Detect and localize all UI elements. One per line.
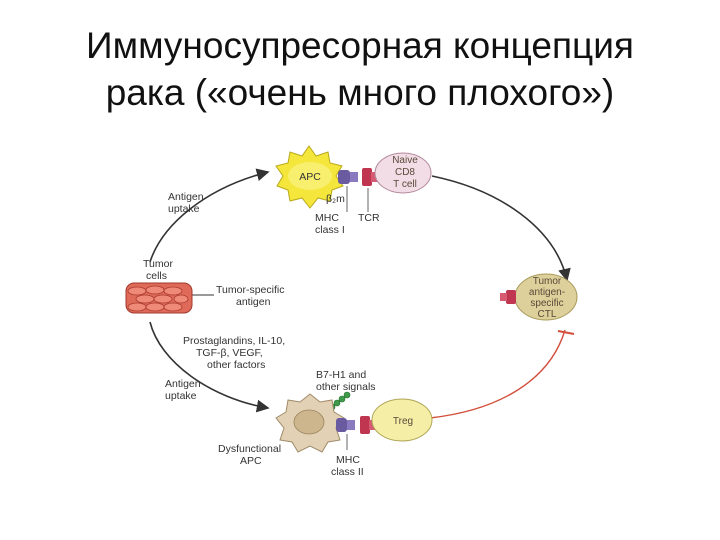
ctl-label-3: specific	[530, 298, 563, 309]
slide-title: Иммуносупресорная концепция рака («очень…	[0, 22, 720, 116]
apc-label: APC	[299, 171, 321, 183]
mhc2-label-1: MHC	[336, 454, 360, 466]
mhc1-label-1: MHC	[315, 212, 339, 224]
tumor-antigen-label-1: Tumor-specific	[216, 284, 284, 296]
apc-cell: APC	[275, 145, 344, 209]
factors-label-2: TGF-β, VEGF,	[196, 347, 263, 359]
tcr-label: TCR	[358, 212, 380, 224]
treg-label: Treg	[393, 416, 413, 427]
title-line-1: Иммуносупресорная концепция	[86, 25, 634, 66]
arc-apc-to-ctl	[431, 175, 571, 282]
b2m-label: β₂m	[326, 193, 345, 205]
tumor-cells-label-2: cells	[146, 270, 167, 282]
tumor-antigen-label-2: antigen	[236, 296, 271, 308]
b7-label-2: other signals	[316, 381, 376, 393]
tumor-cells-label-1: Tumor	[143, 258, 173, 270]
dysfunctional-apc	[275, 393, 345, 453]
antigen-uptake-top-2: uptake	[168, 203, 200, 215]
treg-inhibition-line	[429, 329, 566, 419]
ctl-label-2: antigen-	[529, 287, 565, 298]
ctl-label-1: Tumor	[533, 276, 562, 287]
title-line-2: рака («очень много плохого»)	[105, 72, 615, 113]
mhc-tcr-complex-top	[338, 168, 380, 212]
mhc2-label-2: class II	[331, 466, 364, 478]
ctl-cell: Tumor antigen- specific CTL	[500, 273, 578, 321]
dysfunctional-apc-label-1: Dysfunctional	[218, 443, 281, 455]
treg-cell: Treg	[371, 398, 433, 442]
arc-tumor-to-dysfunctional-apc	[149, 321, 270, 413]
antigen-uptake-top-1: Antigen	[168, 191, 204, 203]
antigen-uptake-bottom-2: uptake	[165, 390, 197, 402]
factors-label-1: Prostaglandins, IL-10,	[183, 335, 285, 347]
arc-tumor-to-apc	[149, 168, 270, 263]
antigen-uptake-bottom-1: Antigen	[165, 378, 201, 390]
naive-cd8-t-cell: Naive CD8 T cell	[374, 152, 432, 194]
factors-label-3: other factors	[207, 359, 265, 371]
dysfunctional-apc-label-2: APC	[240, 455, 262, 467]
naive-label-1: Naive	[392, 155, 418, 166]
mhc-tcr-complex-bottom	[336, 416, 377, 450]
b7-label-1: B7-H1 and	[316, 369, 366, 381]
tumor-cells	[125, 282, 193, 314]
naive-label-3: T cell	[393, 179, 417, 190]
mhc1-label-2: class I	[315, 224, 345, 236]
inhibition-bar	[557, 330, 575, 335]
ctl-label-4: CTL	[538, 309, 557, 320]
naive-label-2: CD8	[395, 167, 415, 178]
